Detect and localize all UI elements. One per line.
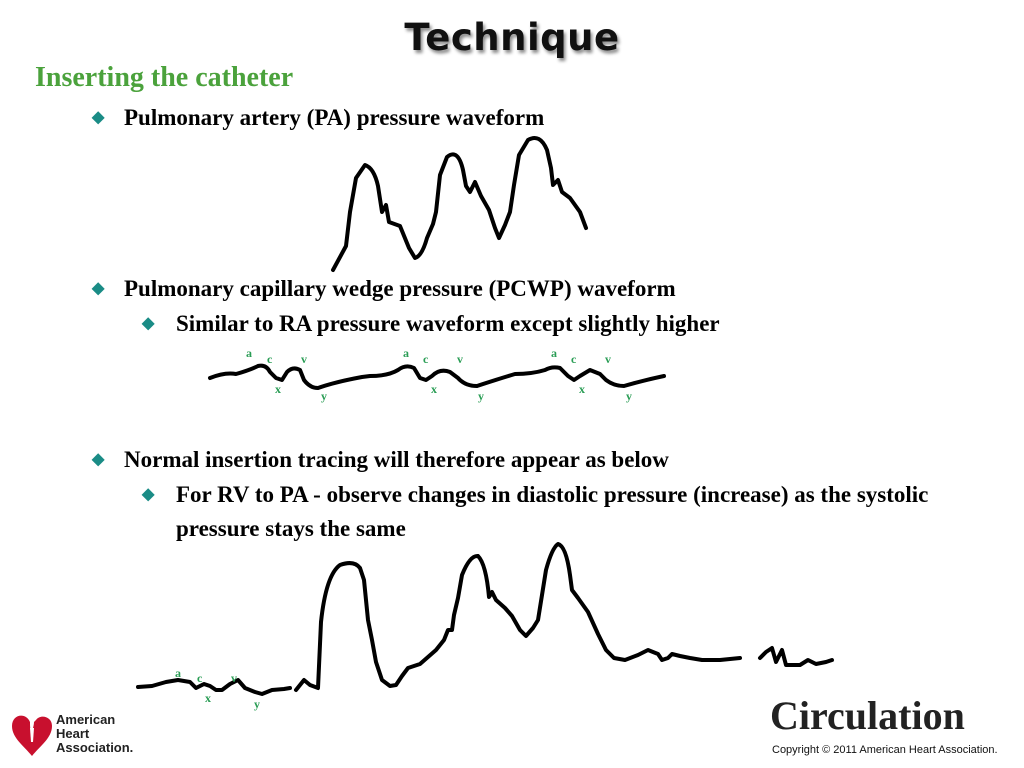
logo-line: Heart — [56, 726, 90, 741]
sub-bullet-rv-to-pa: ◆ For RV to PA - observe changes in dias… — [142, 478, 996, 546]
bullet-text: Pulmonary capillary wedge pressure (PCWP… — [124, 276, 676, 301]
logo-text: American Heart Association. — [56, 713, 133, 755]
bullet-pa-waveform: ◆ Pulmonary artery (PA) pressure wavefor… — [92, 101, 545, 135]
pcwp-label-c: c — [267, 352, 273, 366]
american-heart-association-logo — [12, 715, 52, 756]
pcwp-label-y: y — [321, 389, 327, 403]
bullet-text: Normal insertion tracing will therefore … — [124, 447, 669, 472]
pcwp-label-c: c — [423, 352, 429, 366]
diamond-bullet-icon: ◆ — [142, 486, 155, 503]
logo-line: Association. — [56, 740, 134, 755]
logo-line: American — [56, 712, 116, 727]
pcwp-waveform — [208, 363, 666, 390]
copyright-text: Copyright © 2011 American Heart Associat… — [772, 744, 998, 756]
pcwp-label-y: y — [478, 389, 484, 403]
insertion-wave-labels: a c v x y — [175, 666, 260, 711]
pcwp-label-a: a — [246, 346, 252, 360]
diamond-bullet-icon: ◆ — [92, 280, 105, 297]
diamond-bullet-icon: ◆ — [142, 315, 155, 332]
pcwp-label-c: c — [571, 352, 577, 366]
pcwp-wave-labels: a c v x y a c v x y a c v x y — [246, 346, 632, 403]
diamond-bullet-icon: ◆ — [92, 109, 105, 126]
insertion-label-a: a — [175, 666, 181, 680]
insertion-tracing-waveform — [136, 542, 834, 696]
sub-bullet-text: Similar to RA pressure waveform except s… — [176, 311, 720, 336]
insertion-label-v: v — [231, 671, 237, 685]
sub-bullet-pcwp: ◆ Similar to RA pressure waveform except… — [142, 307, 720, 341]
pcwp-label-x: x — [579, 382, 585, 396]
pcwp-label-v: v — [605, 352, 611, 366]
circulation-brand: Circulation — [770, 693, 965, 738]
pcwp-label-x: x — [431, 382, 437, 396]
insertion-label-x: x — [205, 691, 211, 705]
sub-bullet-text: For RV to PA - observe changes in diasto… — [176, 482, 929, 541]
insertion-label-c: c — [197, 671, 203, 685]
pa-pressure-waveform — [331, 136, 588, 272]
pcwp-label-a: a — [551, 346, 557, 360]
pcwp-label-v: v — [301, 352, 307, 366]
pcwp-label-a: a — [403, 346, 409, 360]
pcwp-label-x: x — [275, 382, 281, 396]
bullet-text: Pulmonary artery (PA) pressure waveform — [124, 105, 545, 130]
slide-title: Technique — [404, 16, 620, 59]
pcwp-label-y: y — [626, 389, 632, 403]
insertion-label-y: y — [254, 697, 260, 711]
diamond-bullet-icon: ◆ — [92, 451, 105, 468]
bullet-pcwp-waveform: ◆ Pulmonary capillary wedge pressure (PC… — [92, 272, 676, 306]
slide-subtitle: Inserting the catheter — [35, 62, 294, 93]
pcwp-label-v: v — [457, 352, 463, 366]
bullet-insertion-tracing: ◆ Normal insertion tracing will therefor… — [92, 443, 669, 477]
